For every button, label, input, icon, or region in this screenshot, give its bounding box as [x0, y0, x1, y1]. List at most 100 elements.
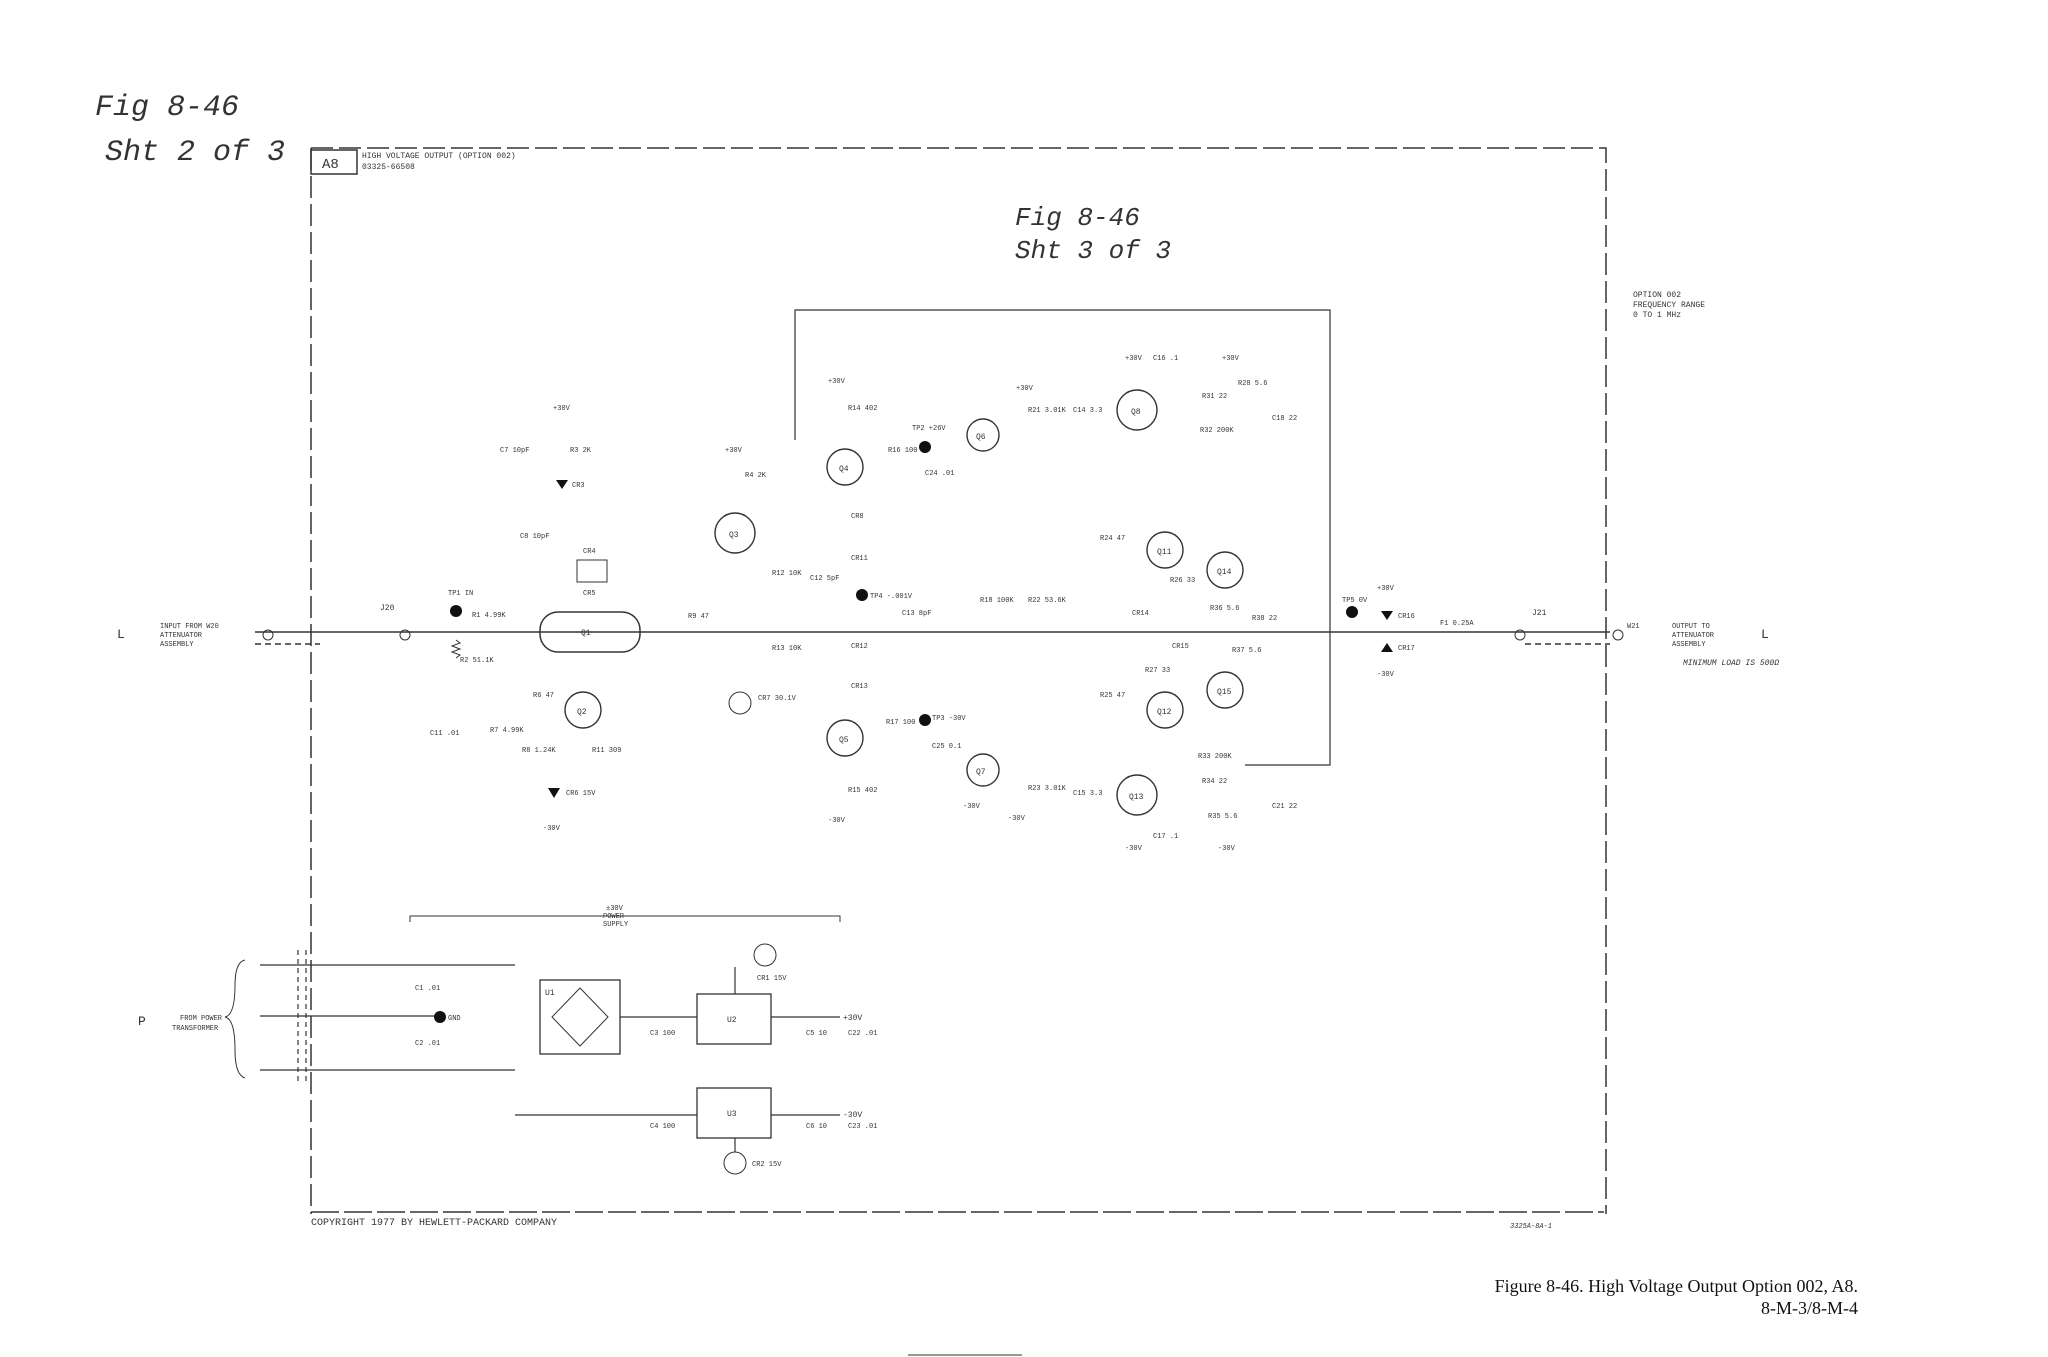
- r6-label: R6 47: [533, 692, 554, 700]
- pos-rail-label-r28: +30V: [1222, 355, 1240, 363]
- q4-transistor: [826, 448, 864, 486]
- input-connector-w20: [262, 629, 274, 641]
- cr17-label: CR17: [1398, 645, 1415, 653]
- r1-label: R1 4.99K: [472, 612, 506, 620]
- q1-pair: [539, 611, 641, 653]
- input-label-2: ATTENUATOR: [160, 632, 203, 640]
- c16-label: C16 .1: [1153, 355, 1178, 363]
- r18-label: R18 100K: [980, 597, 1014, 605]
- handwritten-sheet-ref-center: Fig 8-46: [1015, 203, 1140, 233]
- gnd-dot: [434, 1011, 446, 1023]
- neg-rail-label-q2: -30V: [543, 825, 561, 833]
- output-connector-w21: [1612, 629, 1624, 641]
- q8-label: Q8: [1131, 408, 1141, 417]
- cr3-label: CR3: [572, 482, 585, 490]
- f1-label: F1 0.25A: [1440, 620, 1474, 628]
- q7-label: Q7: [976, 768, 986, 777]
- c7-label: C7 10pF: [500, 447, 529, 455]
- pos-rail-label-q8: +30V: [1125, 355, 1143, 363]
- neg-rail-label-cr17: -30V: [1377, 671, 1395, 679]
- power-side-letter: P: [138, 1014, 146, 1029]
- r27-label: R27 33: [1145, 667, 1170, 675]
- q2-label: Q2: [577, 708, 587, 717]
- cr4-label: CR4: [583, 548, 596, 556]
- copyright: COPYRIGHT 1977 BY HEWLETT-PACKARD COMPAN…: [311, 1218, 557, 1229]
- handwritten-sheet-ref-center-2: Sht 3 of 3: [1015, 236, 1171, 266]
- output-jack-label: J21: [1532, 609, 1547, 618]
- pos-rail-label-q3: +30V: [725, 447, 743, 455]
- q6-transistor: [966, 418, 1000, 452]
- input-label-3: ASSEMBLY: [160, 641, 194, 649]
- output-label-1: OUTPUT TO: [1672, 623, 1710, 631]
- tp2-label: TP2 +26V: [912, 425, 946, 433]
- cr15-label: CR15: [1172, 643, 1189, 651]
- c18-label: C18 22: [1272, 415, 1297, 423]
- q14-transistor: [1206, 551, 1244, 589]
- tp3-label: TP3 -30V: [932, 715, 966, 723]
- cr7-zener: [728, 691, 752, 715]
- r31-label: R31 22: [1202, 393, 1227, 401]
- feedback-loop: [794, 309, 1331, 766]
- c23-label: C23 .01: [848, 1123, 877, 1131]
- tp1-label: TP1 IN: [448, 590, 473, 598]
- u1-label: U1: [545, 989, 555, 998]
- c11-label: C11 .01: [430, 730, 459, 738]
- q6-label: Q6: [976, 433, 986, 442]
- r15-label: R15 402: [848, 787, 877, 795]
- neg-rail-label-r35: -30V: [1218, 845, 1236, 853]
- c8-label: C8 10pF: [520, 533, 549, 541]
- c14-label: C14 3.3: [1073, 407, 1102, 415]
- r26-label: R26 33: [1170, 577, 1195, 585]
- tp4-label: TP4 -.001V: [870, 593, 913, 601]
- supply-label-3: SUPPLY: [603, 921, 629, 929]
- neg-rail-label-r23: -30V: [1008, 815, 1026, 823]
- r38-label: R38 22: [1252, 615, 1277, 623]
- r34-label: R34 22: [1202, 778, 1227, 786]
- r2-label: R2 51.1K: [460, 657, 494, 665]
- tp3-dot: [919, 714, 931, 726]
- power-label-1: FROM POWER: [180, 1015, 223, 1023]
- r23-label: R23 3.01K: [1028, 785, 1067, 793]
- q15-label: Q15: [1217, 688, 1232, 697]
- input-jack-label: J20: [380, 604, 395, 613]
- board-outline: [310, 147, 1607, 1214]
- output-side-letter: L: [1761, 627, 1769, 642]
- cr2-zener: [723, 1151, 747, 1175]
- option-note-2: FREQUENCY RANGE: [1633, 301, 1705, 310]
- q13-transistor: [1116, 774, 1158, 816]
- r7-label: R7 4.99K: [490, 727, 524, 735]
- r13-label: R13 10K: [772, 645, 802, 653]
- r22-label: R22 53.6K: [1028, 597, 1067, 605]
- cr11-label: CR11: [851, 555, 868, 563]
- tp2-dot: [919, 441, 931, 453]
- cr5-label: CR5: [583, 590, 596, 598]
- r25-label: R25 47: [1100, 692, 1125, 700]
- q3-transistor: [714, 512, 756, 554]
- r16-label: R16 100: [888, 447, 917, 455]
- r2-resistor: [450, 639, 462, 659]
- cr1-zener: [753, 943, 777, 967]
- q2-transistor: [564, 691, 602, 729]
- handwritten-sheet-ref: Fig 8-46: [95, 91, 239, 125]
- c25-label: C25 0.1: [932, 743, 961, 751]
- r12-label: R12 10K: [772, 570, 802, 578]
- option-note-3: 0 TO 1 MHz: [1633, 311, 1681, 320]
- q11-label: Q11: [1157, 548, 1172, 557]
- q5-label: Q5: [839, 736, 849, 745]
- power-brace: [224, 959, 246, 1079]
- main-signal-path: [255, 631, 1610, 645]
- figure-caption: Figure 8-46. High Voltage Output Option …: [1495, 1275, 1858, 1319]
- q15-transistor: [1206, 671, 1244, 709]
- cr12-label: CR12: [851, 643, 868, 651]
- q12-label: Q12: [1157, 708, 1172, 717]
- q8-transistor: [1116, 389, 1158, 431]
- r14-label: R14 402: [848, 405, 877, 413]
- tp5-label: TP5 0V: [1342, 597, 1368, 605]
- r33-label: R33 200K: [1198, 753, 1232, 761]
- r8-label: R8 1.24K: [522, 747, 556, 755]
- u3-label: U3: [727, 1110, 737, 1119]
- pos-rail-label-q1: +30V: [553, 405, 571, 413]
- r37-label: R37 5.6: [1232, 647, 1261, 655]
- tp5-dot: [1346, 606, 1358, 618]
- cr6-label: CR6 15V: [566, 790, 596, 798]
